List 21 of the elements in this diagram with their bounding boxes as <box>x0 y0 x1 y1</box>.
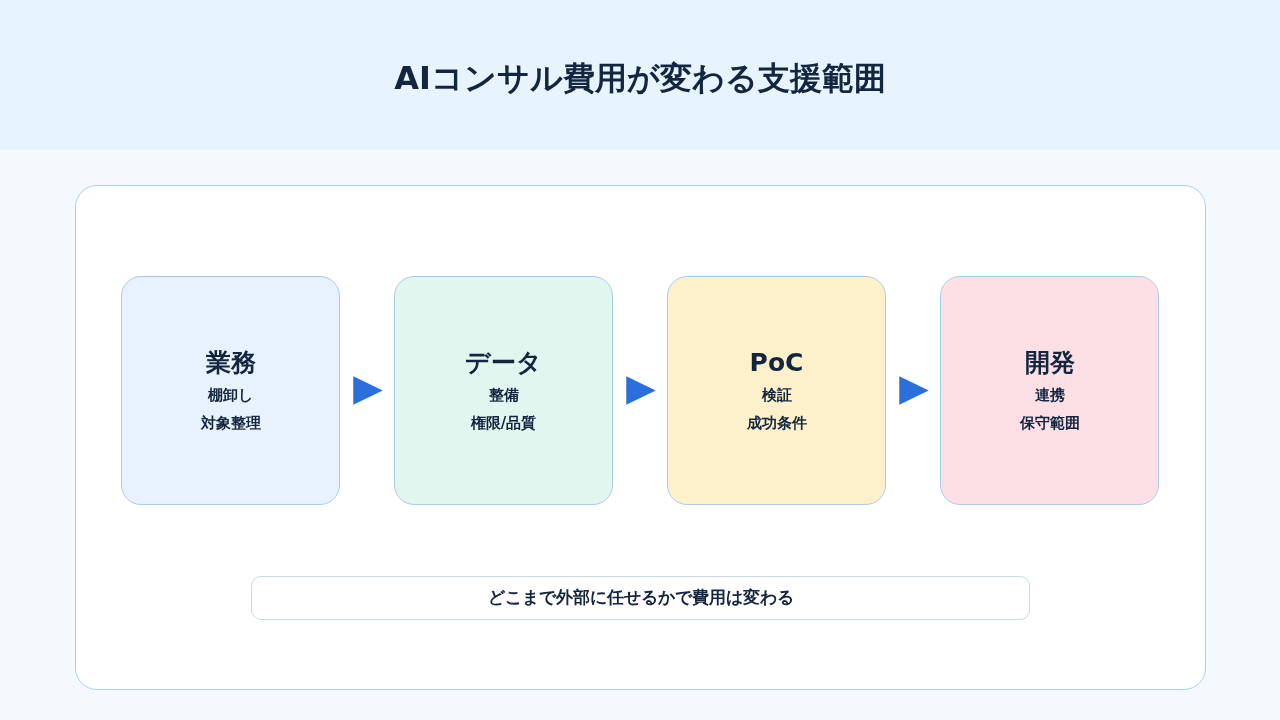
title: AIコンサル費用が変わる支援範囲 <box>393 58 887 99</box>
arrow <box>899 376 929 405</box>
step-heading: PoC <box>749 346 804 379</box>
arrow <box>353 376 383 405</box>
arrow <box>626 376 656 405</box>
step-heading: 業務 <box>205 346 256 379</box>
step-heading: 開発 <box>1024 346 1075 379</box>
step-detail: 連携 <box>1034 384 1065 406</box>
step-detail: 保守範囲 <box>1019 412 1080 434</box>
step-detail: 整備 <box>488 384 519 406</box>
step-heading: データ <box>465 346 542 379</box>
step-box <box>667 276 886 505</box>
step-box <box>940 276 1159 505</box>
step-detail: 棚卸し <box>208 384 253 406</box>
step-detail: 成功条件 <box>746 412 807 434</box>
step-detail: 対象整理 <box>200 412 261 434</box>
step-detail: 権限/品質 <box>470 412 537 434</box>
step-detail: 検証 <box>761 384 792 406</box>
step-box <box>394 276 613 505</box>
step-box <box>121 276 340 505</box>
note-box: どこまで外部に任せるかで費用は変わる <box>251 576 1030 620</box>
